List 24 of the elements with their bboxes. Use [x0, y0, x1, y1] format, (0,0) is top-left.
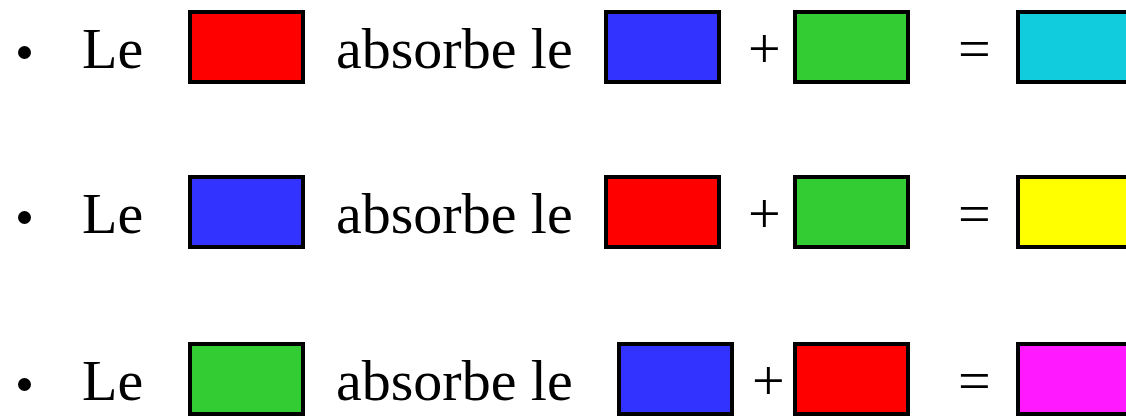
text-label: = — [958, 20, 991, 78]
color-swatch — [604, 10, 721, 84]
text-label: = — [958, 185, 991, 243]
color-swatch — [1016, 342, 1126, 416]
text-label: Le — [82, 185, 144, 243]
color-swatch — [793, 175, 910, 249]
color-swatch — [188, 342, 305, 416]
color-swatch — [793, 342, 910, 416]
color-swatch — [1016, 10, 1126, 84]
text-label: absorbe le — [336, 185, 573, 243]
color-swatch — [188, 175, 305, 249]
color-swatch — [1016, 175, 1126, 249]
color-swatch — [617, 342, 734, 416]
text-label: + — [752, 352, 785, 410]
color-swatch — [604, 175, 721, 249]
text-label: = — [958, 352, 991, 410]
text-label: absorbe le — [336, 20, 573, 78]
color-swatch — [793, 10, 910, 84]
text-label: Le — [82, 352, 144, 410]
text-label: + — [748, 20, 781, 78]
text-label: + — [748, 185, 781, 243]
color-swatch — [188, 10, 305, 84]
text-label: Le — [82, 20, 144, 78]
text-label: absorbe le — [336, 352, 573, 410]
